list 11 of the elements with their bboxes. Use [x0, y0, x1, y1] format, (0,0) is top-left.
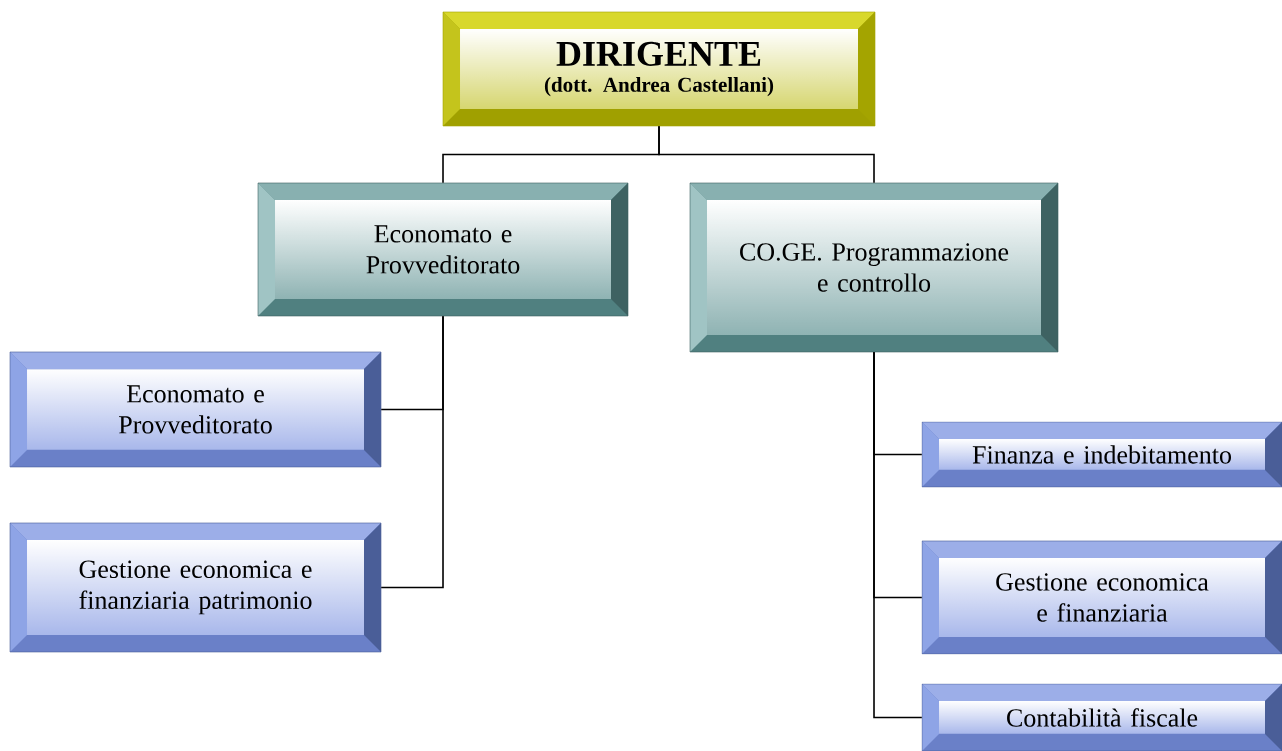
org-box: Economato e Provveditorato: [257, 182, 629, 317]
org-box: CO.GE. Programmazione e controllo: [689, 182, 1059, 353]
org-box: Gestione economica e finanziaria: [921, 540, 1282, 655]
org-box: Economato e Provveditorato: [9, 351, 382, 468]
org-box: Finanza e indebitamento: [921, 421, 1282, 488]
connector-line: [873, 351, 923, 719]
org-box: DIRIGENTE (dott. Andrea Castellani): [442, 11, 876, 127]
org-box: Gestione economica e finanziaria patrimonio: [9, 522, 382, 653]
connector-line: [658, 125, 875, 184]
connector-line: [380, 315, 444, 589]
org-box: Contabilità fiscale: [921, 683, 1282, 751]
